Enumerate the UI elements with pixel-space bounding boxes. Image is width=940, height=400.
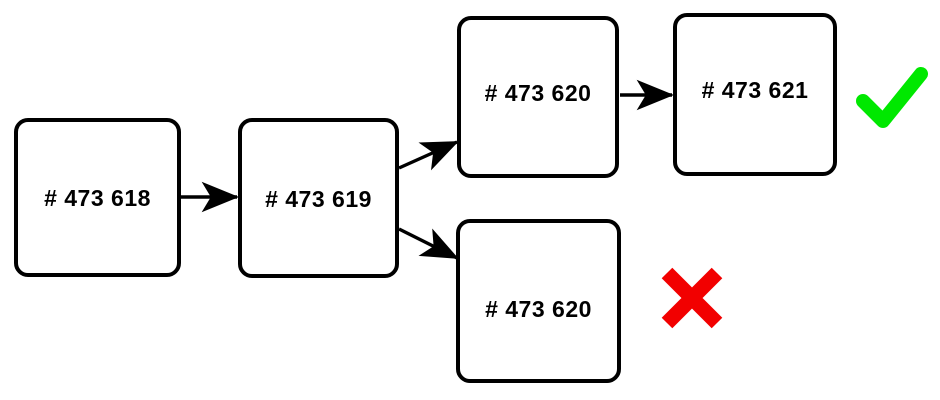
node-block-473620-valid[interactable]: # 473 620 — [457, 16, 619, 178]
edge-619-to-620-invalid — [398, 227, 459, 260]
node-block-473619[interactable]: # 473 619 — [238, 118, 399, 278]
node-label: # 473 620 — [485, 295, 592, 322]
edge-619-to-620-valid — [398, 140, 459, 171]
node-label: # 473 621 — [701, 77, 809, 103]
node-label: # 473 618 — [44, 185, 151, 211]
check-mark-icon — [856, 67, 928, 128]
node-block-473618[interactable]: # 473 618 — [14, 118, 181, 277]
node-label: # 473 620 — [484, 79, 592, 106]
node-label: # 473 619 — [265, 185, 372, 212]
node-block-473620-invalid[interactable]: # 473 620 — [456, 219, 621, 383]
cross-mark-icon — [661, 267, 723, 329]
node-block-473621[interactable]: # 473 621 — [673, 13, 837, 176]
